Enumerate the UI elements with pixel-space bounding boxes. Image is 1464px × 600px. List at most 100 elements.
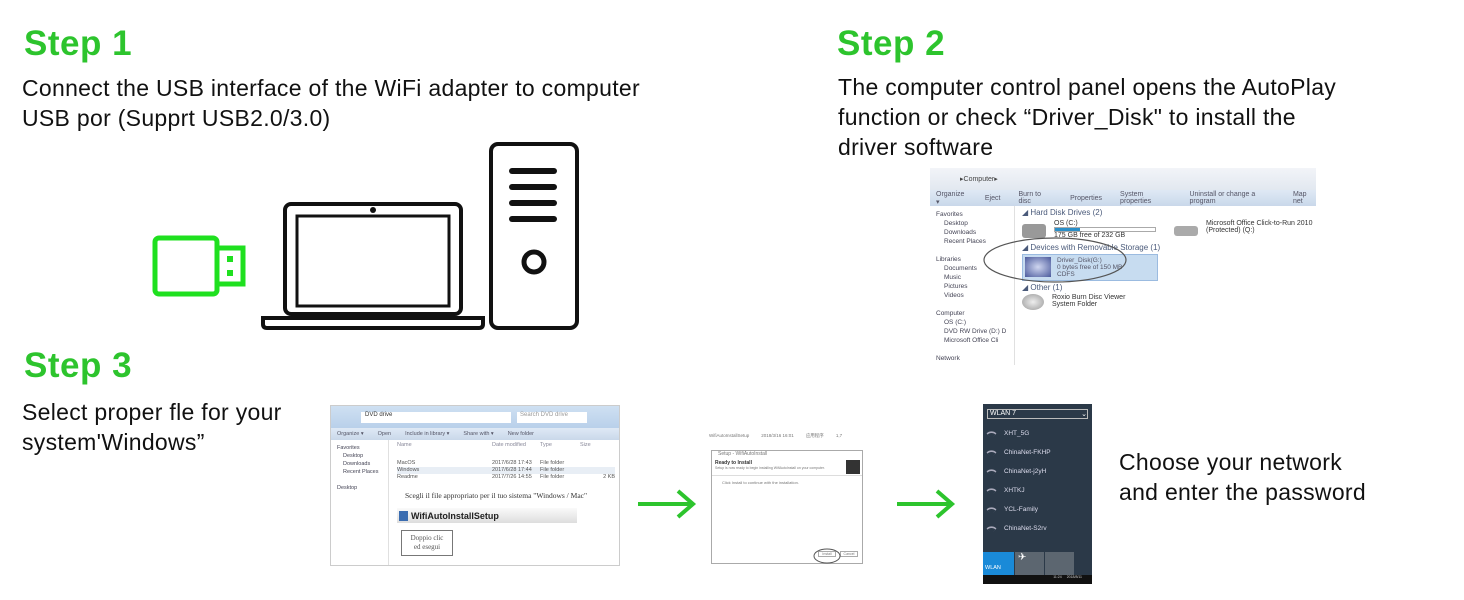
hotspot-tile[interactable] [1045, 552, 1074, 575]
network-name: XHT_5G [1004, 430, 1030, 437]
explorer-sidebar-item [936, 300, 1008, 309]
network-name: ChinaNet-j2yH [1004, 468, 1047, 475]
explorer-sidebar-item[interactable]: Computer [936, 310, 965, 317]
step1-title: Step 1 [24, 24, 133, 63]
explorer-sidebar-item[interactable]: Videos [944, 292, 964, 299]
network-item[interactable]: YCL-Family [983, 500, 1092, 519]
explorer-sidebar-item[interactable]: Network [936, 355, 960, 362]
wlan-tile[interactable]: WLAN [983, 552, 1014, 575]
step1-line: USB por (Supprt USB2.0/3.0) [22, 105, 331, 131]
explorer-toolbar-button[interactable]: Map net [1292, 191, 1307, 205]
disk-fs: CDFS [1057, 271, 1075, 278]
explorer-sidebar-item[interactable]: Documents [944, 265, 977, 272]
dvd-sidebar-item[interactable]: Recent Places [343, 469, 379, 475]
explorer-sidebar-item[interactable]: Downloads [944, 229, 977, 236]
setup-file[interactable]: WifiAutoInstallSetup [397, 508, 577, 523]
dvd-sidebar-item[interactable]: Desktop [343, 453, 364, 459]
setup-logo-icon [846, 460, 860, 474]
dvd-sidebar-item [337, 476, 382, 484]
explorer-toolbar-button[interactable]: Burn to disc [1018, 191, 1042, 205]
dvd-column-header[interactable]: Type [540, 442, 552, 448]
explorer-sidebar-item[interactable]: Libraries [936, 256, 961, 263]
arrow-right-icon [897, 489, 956, 519]
wifi-signal-icon [986, 428, 997, 439]
disk-free: 0 bytes free of 150 MB [1057, 264, 1123, 271]
hdd-header: ◢ Hard Disk Drives (2) [1022, 208, 1103, 217]
setup-body: Click Install to continue with the insta… [722, 480, 799, 485]
wlan-panel-screenshot: WLAN 7⌄ XHT_5G ChinaNet-FKHP ChinaNet-j2yH… [983, 404, 1092, 584]
wifi-signal-icon [986, 523, 997, 534]
clock-time: 11:24 [1053, 575, 1062, 579]
explorer-sidebar-item[interactable]: DVD RW Drive (D:) D [944, 328, 1007, 335]
table-cell [580, 460, 615, 467]
explorer-toolbar: Organize ▾ Eject Burn to disc Properties Sys… [930, 190, 1316, 206]
wlan-adapter-select[interactable]: WLAN 7⌄ [987, 409, 1088, 419]
dvd-column-header[interactable]: Date modified [492, 442, 526, 448]
dvd-toolbar-button[interactable]: Open [377, 431, 392, 437]
setup-window-title: Setup - WifiAutoInstall [718, 451, 768, 457]
dvd-toolbar: Organize ▾ Open Include in library ▾ Share … [331, 428, 619, 440]
office-sub: (Protected) (Q:) [1206, 227, 1255, 234]
airplane-mode-tile[interactable]: ✈ [1015, 552, 1044, 575]
network-item[interactable]: ChinaNet-FKHP [983, 443, 1092, 462]
explorer-toolbar-button[interactable]: Eject [984, 194, 1001, 202]
dvd-sidebar-item[interactable]: Downloads [343, 461, 371, 467]
os-drive[interactable]: OS (C:) 175 GB free of 232 GB Microsoft … [1022, 220, 1316, 239]
explorer-toolbar-button[interactable]: Organize ▾ [936, 190, 965, 206]
network-item[interactable]: XHT_5G [983, 424, 1092, 443]
step2-text: The computer control panel opens the Aut… [838, 72, 1336, 162]
setup-heading: Ready to Install [715, 460, 752, 466]
explorer-sidebar-item[interactable]: Recent Places [944, 238, 986, 245]
explorer-sidebar-item[interactable]: OS (C:) [944, 319, 967, 326]
step3-text: Select proper fle for your system'Window… [22, 397, 282, 457]
explorer-toolbar-button[interactable]: System properties [1120, 191, 1152, 205]
final-line: Choose your network [1119, 449, 1343, 475]
explorer-sidebar-item[interactable]: Pictures [944, 283, 968, 290]
dvd-toolbar-button[interactable]: Organize ▾ [337, 431, 364, 437]
file-row-cell: WifiAutoInstallSetup [709, 433, 750, 438]
network-item[interactable]: ChinaNet-j2yH [983, 462, 1092, 481]
explorer-sidebar-item [936, 345, 1008, 354]
dvd-search-input[interactable]: Search DVD drive [517, 411, 587, 423]
dvd-toolbar-button[interactable]: New folder [507, 431, 534, 437]
explorer-sidebar-item[interactable]: Microsoft Office Cli [944, 337, 999, 344]
network-item[interactable]: ChinaNet-S2rv [983, 519, 1092, 538]
disc-icon [1025, 257, 1051, 277]
step3-line: system'Windows” [22, 429, 205, 455]
dvd-sidebar-item[interactable]: Desktop [337, 485, 358, 491]
dvd-address-bar[interactable]: DVD drive [361, 411, 511, 423]
laptop-icon [261, 202, 485, 330]
table-cell [580, 467, 615, 474]
network-name: XHTKJ [1004, 487, 1025, 494]
explorer-sidebar-item[interactable]: Favorites [936, 211, 963, 218]
dvd-toolbar-button[interactable]: Include in library ▾ [405, 431, 450, 437]
step3-title: Step 3 [24, 346, 133, 385]
dvd-column-header[interactable]: Name [397, 442, 412, 448]
explorer-sidebar-item[interactable]: Music [944, 274, 961, 281]
install-button[interactable]: Install [818, 551, 836, 557]
explorer-breadcrumb[interactable]: Computer [963, 175, 995, 183]
desktop-tower-icon [489, 142, 579, 330]
step1-text: Connect the USB interface of the WiFi ad… [22, 73, 640, 133]
dvd-toolbar-button[interactable]: Share with ▾ [463, 431, 494, 437]
explorer-sidebar-item[interactable]: Desktop [944, 220, 968, 227]
dvd-sidebar-item[interactable]: Favorites [337, 445, 360, 451]
explorer-toolbar-button[interactable]: Properties [1070, 194, 1103, 202]
other-header: ◢ Other (1) [1022, 283, 1063, 292]
table-cell: 2 KB [603, 474, 615, 480]
network-item[interactable]: XHTKJ [983, 481, 1092, 500]
file-row-cell: 2018/3/16 16:01 [761, 433, 794, 438]
explorer-toolbar-button[interactable]: Uninstall or change a program [1189, 191, 1256, 205]
dvd-column-header[interactable]: Size [580, 442, 591, 448]
cancel-button[interactable]: Cancel [840, 551, 858, 557]
wifi-signal-icon [986, 466, 997, 477]
